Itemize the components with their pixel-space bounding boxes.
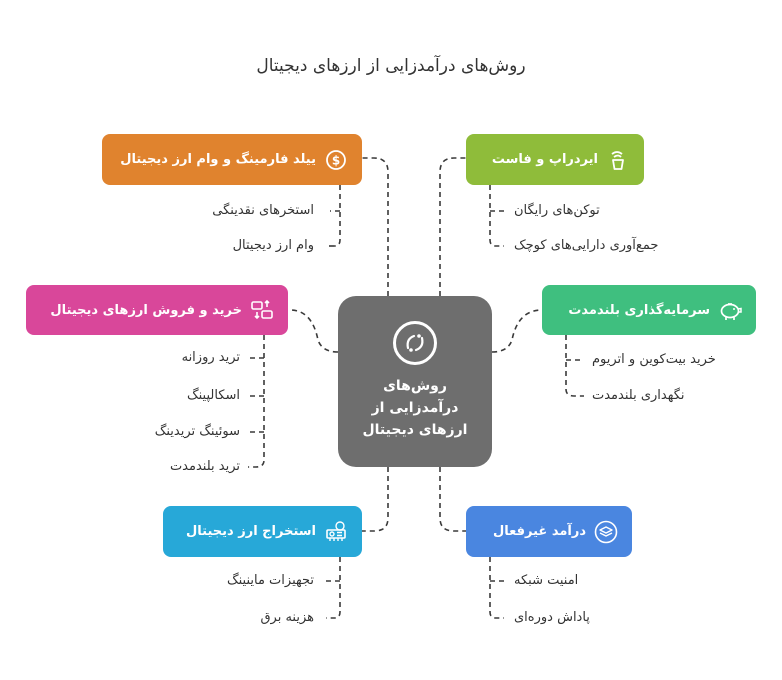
connector-center-trade: [289, 309, 339, 353]
center-node: روش‌های درآمدزایی از ارزهای دیجیتال: [338, 296, 492, 467]
branch-card-yield: $ ییلد فارمینگ و وام ارز دیجیتال: [102, 134, 362, 185]
branch-card-hodl: سرمایه‌گذاری بلندمدت: [542, 285, 756, 335]
branch-card-airdrop: ایردراپ و فاست: [466, 134, 644, 185]
trade-item-long-term-trading: ترید بلندمدت: [169, 459, 240, 474]
dollar-coin-icon: $: [324, 148, 348, 172]
branch-label-mining: استخراج ارز دیجیتال: [186, 524, 316, 539]
layers-icon: [594, 520, 618, 544]
connector-trade-items: [248, 335, 265, 468]
connector-center-passive: [439, 467, 466, 532]
passive-item-network-security: امنیت شبکه: [514, 573, 579, 588]
mining-item-electricity-cost: هزینه برق: [260, 610, 314, 625]
yield-item-crypto-loans: وام ارز دیجیتال: [232, 238, 314, 253]
connector-hodl-items: [565, 335, 584, 397]
faucet-cup-icon: [606, 148, 630, 172]
branch-card-trade: خرید و فروش ارزهای دیجیتال: [26, 285, 288, 335]
branch-label-trade: خرید و فروش ارزهای دیجیتال: [50, 302, 242, 318]
mining-item-equipment: تجهیزات ماینینگ: [226, 573, 314, 588]
connector-mining-items: [326, 557, 341, 619]
branch-label-passive: درآمد غیرفعال: [493, 524, 586, 539]
airdrop-item-free-tokens: توکن‌های رایگان: [514, 203, 600, 218]
branch-label-hodl: سرمایه‌گذاری بلندمدت: [568, 302, 710, 318]
yield-item-liquidity-pools: استخرهای نقدینگی: [212, 203, 314, 218]
trade-item-scalping: اسکالپینگ: [186, 388, 240, 403]
hodl-item-buy-btc-eth: خرید بیت‌کوین و اتریوم: [592, 352, 716, 367]
branch-card-mining: استخراج ارز دیجیتال: [163, 506, 362, 557]
refresh-circle-icon: [393, 321, 437, 365]
trade-item-day-trading: ترید روزانه: [181, 350, 240, 365]
connector-center-airdrop: [439, 157, 466, 296]
connector-passive-items: [489, 557, 504, 619]
connector-center-yield: [362, 157, 389, 296]
branch-card-passive: درآمد غیرفعال: [466, 506, 632, 557]
connector-center-mining: [362, 467, 389, 532]
trade-item-swing-trading: سوئینگ تریدینگ: [154, 424, 240, 439]
mining-rig-icon: [324, 520, 348, 544]
branch-label-airdrop: ایردراپ و فاست: [491, 152, 598, 167]
svg-text:$: $: [332, 153, 340, 167]
passive-item-periodic-reward: پاداش دوره‌ای: [514, 610, 590, 625]
hodl-item-long-term-holding: نگهداری بلندمدت: [592, 388, 685, 403]
airdrop-item-small-assets: جمع‌آوری دارایی‌های کوچک: [514, 238, 659, 253]
page-title: روش‌های درآمدزایی از ارزهای دیجیتال: [256, 56, 526, 76]
branch-label-yield: ییلد فارمینگ و وام ارز دیجیتال: [120, 152, 316, 167]
exchange-briefcase-icon: [250, 298, 274, 322]
connector-center-hodl: [491, 309, 543, 353]
piggy-bank-icon: [718, 298, 742, 322]
connector-airdrop-items: [489, 185, 504, 247]
center-label: روش‌های درآمدزایی از ارزهای دیجیتال: [362, 378, 468, 438]
connector-yield-items: [333, 185, 341, 247]
